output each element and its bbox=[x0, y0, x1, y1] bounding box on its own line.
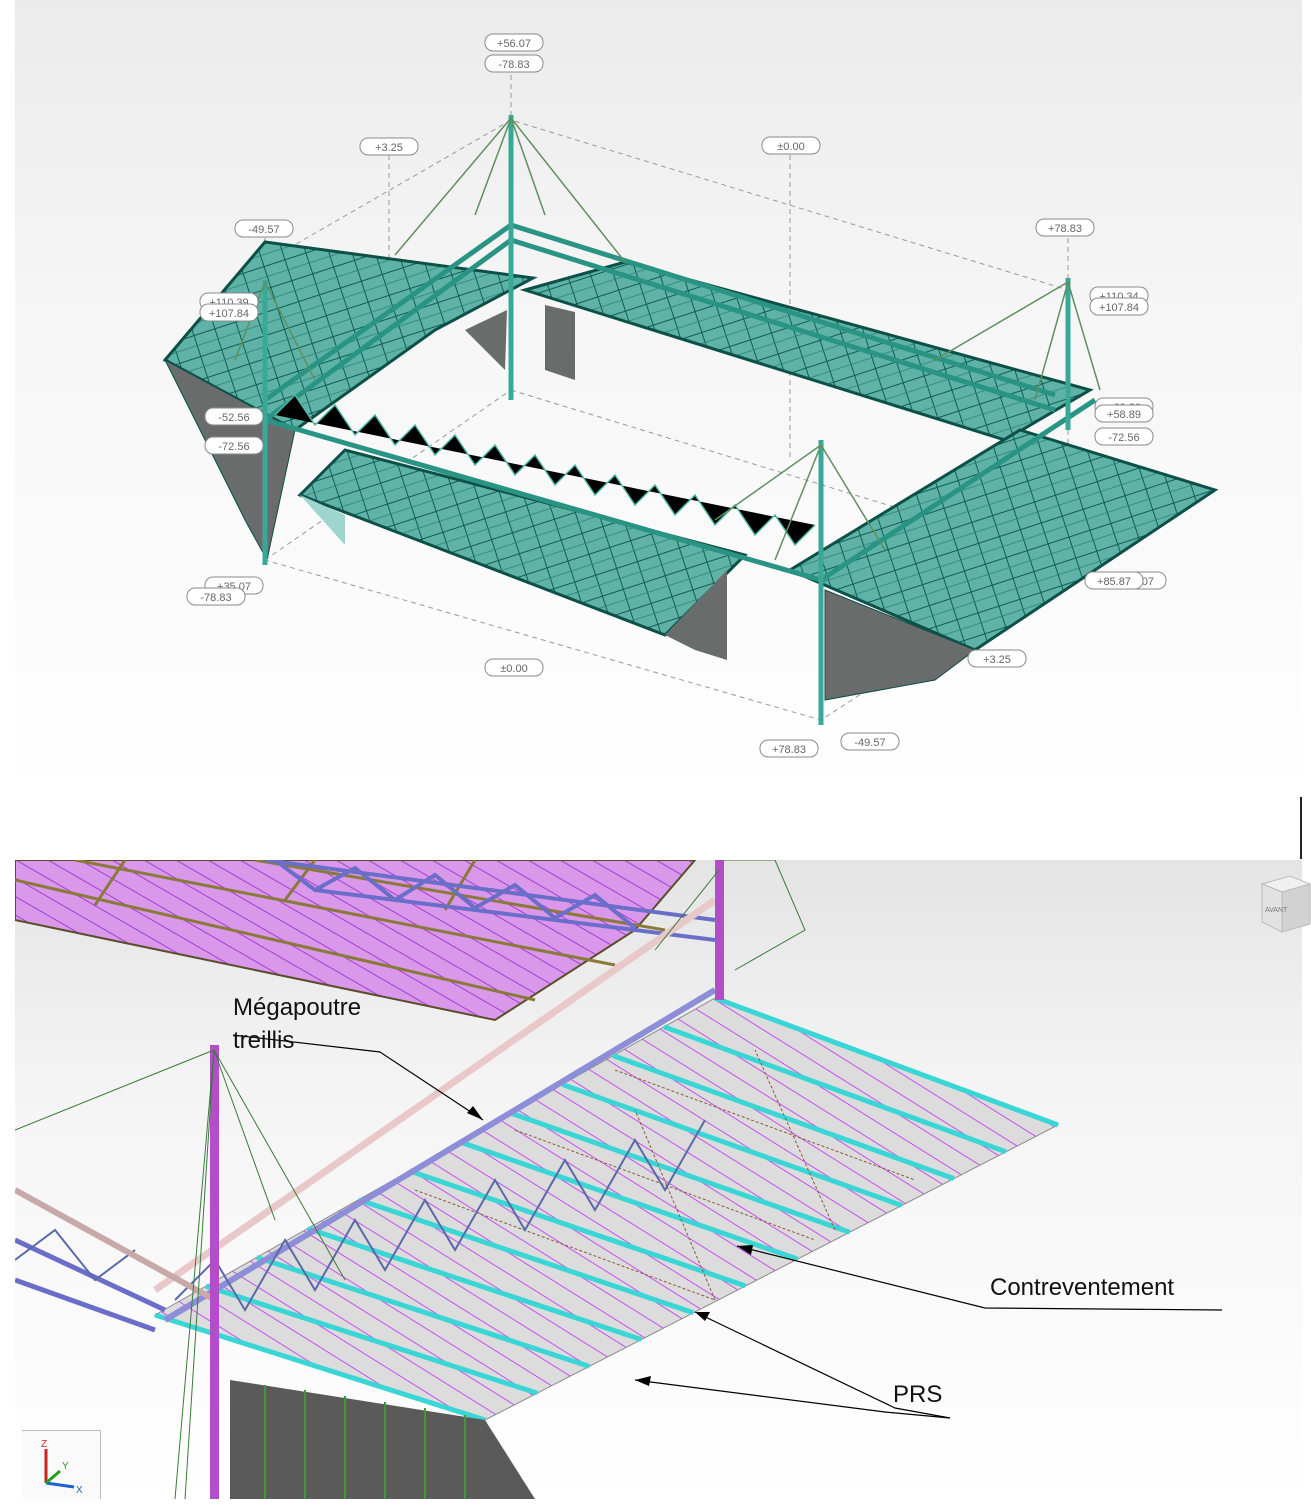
level-tag-text: +58.89 bbox=[1107, 409, 1141, 421]
stay-cables bbox=[15, 860, 806, 1499]
level-tag-text: +107.84 bbox=[1099, 302, 1139, 314]
mega-truss bbox=[15, 897, 718, 1333]
bottom-3d-view[interactable]: Mégapoutre treillis Contreventement PRS bbox=[15, 860, 1302, 1499]
upper-truss bbox=[264, 860, 716, 942]
level-tag-text: -78.83 bbox=[498, 59, 529, 71]
level-tag: -52.56 bbox=[204, 407, 264, 426]
wall-posts bbox=[264, 1385, 466, 1499]
level-tag: +85.87 bbox=[1084, 571, 1144, 590]
x-axis-label: X bbox=[76, 1485, 83, 1496]
back-roof bbox=[519, 260, 1094, 442]
level-tag: +107.84 bbox=[1089, 297, 1149, 316]
prs-purlin bbox=[205, 1283, 538, 1396]
level-tag-text: -49.57 bbox=[854, 737, 885, 749]
prs-purlin bbox=[408, 1168, 747, 1289]
right-roof bbox=[786, 428, 1219, 652]
level-tag: +3.25 bbox=[359, 137, 419, 156]
level-tag-text: +85.87 bbox=[1097, 576, 1131, 588]
prs-purlin bbox=[612, 1053, 955, 1181]
level-tag: +78.83 bbox=[1035, 218, 1095, 237]
megapoutre-label-line2: treillis bbox=[233, 1027, 294, 1054]
level-tag: -72.56 bbox=[1094, 427, 1154, 446]
back-stand-wall bbox=[545, 305, 575, 380]
right-stand-wall bbox=[824, 589, 977, 701]
level-tag-text: +78.83 bbox=[772, 744, 806, 756]
level-tag: ±0.00 bbox=[761, 136, 821, 155]
y-axis-icon bbox=[45, 1469, 61, 1485]
left-mast bbox=[210, 1045, 219, 1499]
stadium-model-overview: +56.07-78.83+3.25±0.00-49.57+78.83+110.3… bbox=[162, 33, 1219, 758]
prs-purlin bbox=[459, 1139, 799, 1262]
left-inner-wall bbox=[465, 310, 507, 370]
front-stand-wall-left bbox=[300, 495, 345, 545]
x-axis-icon bbox=[45, 1481, 75, 1489]
level-tag-text: +107.84 bbox=[209, 308, 249, 320]
level-tag: +3.25 bbox=[967, 649, 1027, 668]
prs-purlin bbox=[561, 1082, 903, 1208]
level-tag: -78.83 bbox=[484, 54, 544, 73]
level-tag: +58.89 bbox=[1094, 404, 1154, 423]
z-axis-label: Z bbox=[41, 1439, 47, 1450]
separator-line bbox=[1300, 797, 1302, 859]
level-tag-text: -78.83 bbox=[200, 592, 231, 604]
front-roof bbox=[297, 448, 748, 637]
right-mast bbox=[715, 860, 724, 1000]
y-axis-label: Y bbox=[62, 1461, 69, 1472]
contreventement-label: Contreventement bbox=[990, 1274, 1174, 1301]
level-tag-text: -52.56 bbox=[218, 412, 249, 424]
front-stand-wall-right bbox=[665, 570, 727, 660]
truss-diagonals bbox=[274, 393, 816, 547]
navigation-cube[interactable]: AVANT bbox=[1252, 872, 1311, 936]
level-tag: +78.83 bbox=[759, 739, 819, 758]
level-tag: +107.84 bbox=[199, 303, 259, 322]
roof-detail-view: Mégapoutre treillis Contreventement PRS bbox=[15, 860, 1223, 1499]
masts bbox=[262, 115, 1071, 725]
level-tag-text: +78.83 bbox=[1048, 223, 1082, 235]
level-tag: -49.57 bbox=[840, 732, 900, 751]
level-tag: ±0.00 bbox=[484, 658, 544, 677]
level-tags: +56.07-78.83+3.25±0.00-49.57+78.83+110.3… bbox=[186, 33, 1167, 758]
level-tag-text: +3.25 bbox=[375, 142, 403, 154]
prs-purlins bbox=[154, 995, 1059, 1423]
level-tag: -78.83 bbox=[186, 587, 246, 606]
callout-arrowheads bbox=[467, 1106, 753, 1386]
upper-roof bbox=[15, 860, 697, 1022]
level-tag-text: ±0.00 bbox=[777, 141, 804, 153]
level-tag-text: +3.25 bbox=[983, 654, 1011, 666]
level-tag-text: +56.07 bbox=[497, 38, 531, 50]
level-tag-text: -49.57 bbox=[248, 224, 279, 236]
axis-triad: Z Y X bbox=[22, 1430, 101, 1499]
level-tag-text: ±0.00 bbox=[500, 663, 527, 675]
level-tag: +56.07 bbox=[484, 33, 544, 52]
prs-purlin bbox=[510, 1110, 851, 1235]
prs-purlin bbox=[663, 1024, 1007, 1155]
level-tag: -72.56 bbox=[204, 436, 264, 455]
callout-leaders bbox=[232, 1034, 1223, 1419]
prs-purlin bbox=[256, 1254, 590, 1369]
level-tag: -49.57 bbox=[234, 219, 294, 238]
top-3d-view[interactable]: +56.07-78.83+3.25±0.00-49.57+78.83+110.3… bbox=[15, 0, 1302, 795]
prs-purlin bbox=[714, 995, 1059, 1128]
megapoutre-label-line1: Mégapoutre bbox=[233, 994, 361, 1021]
nav-cube-front-label: AVANT bbox=[1265, 907, 1288, 914]
level-tag-text: -72.56 bbox=[1108, 432, 1139, 444]
prs-purlin bbox=[306, 1226, 643, 1342]
level-tag-text: -72.56 bbox=[218, 441, 249, 453]
prs-label: PRS bbox=[893, 1381, 942, 1408]
stand-wall bbox=[230, 1380, 535, 1499]
